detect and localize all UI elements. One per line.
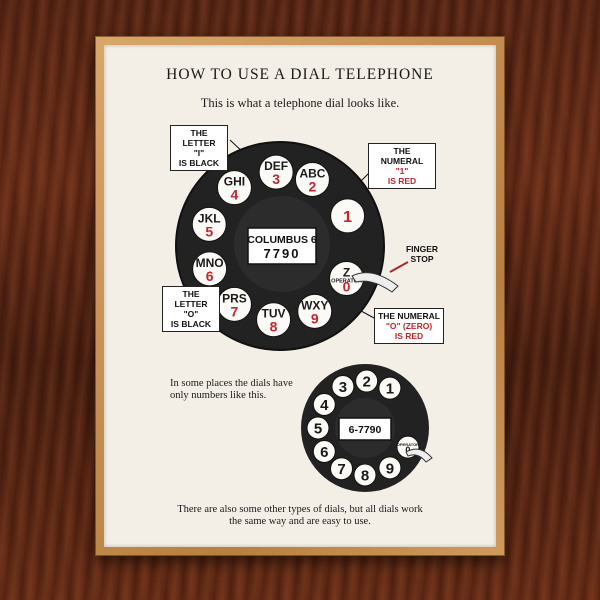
callout-letter-o-line2: "O": [183, 309, 199, 319]
dial2-number-card: [338, 417, 392, 441]
dial-hole-6-numeral: 6: [206, 268, 214, 284]
dial-number-card: [247, 227, 317, 265]
dial2-hole-3: 3: [331, 375, 355, 399]
callout-finger-stop: FINGER STOP: [396, 244, 448, 264]
note-other-dials-line2: the same way and are easy to use.: [229, 516, 371, 527]
dial-hole-9-letters: WXY: [301, 298, 328, 312]
poster-title: HOW TO USE A DIAL TELEPHONE: [166, 66, 434, 83]
callout-numeral-1-line1: THE NUMERAL: [380, 146, 424, 166]
callout-numeral-0-line1: THE NUMERAL: [378, 311, 440, 321]
dial-hole-0-operator: OPERATOR: [331, 278, 362, 284]
dial-hole-3-numeral: 3: [272, 171, 280, 187]
note-numbers-only: In some places the dials have only numbe…: [170, 378, 310, 402]
dial2-hole-7: 7: [330, 457, 353, 481]
dial-hole-3-letters: DEF: [264, 159, 288, 173]
finger-stop-arrow: [389, 261, 409, 273]
dial-hole-9-numeral: 9: [311, 310, 319, 326]
dial2-hole-2: 2: [355, 369, 379, 393]
dial2-hole-4: 4: [312, 393, 336, 416]
dial2-hole-7-numeral: 7: [337, 461, 345, 478]
dial-hole-5-letters: JKL: [198, 211, 221, 225]
callout-numeral-0-line2: "O" (ZERO): [385, 321, 433, 331]
dial-hole-7-numeral: 7: [231, 303, 239, 319]
callout-numeral-1: THE NUMERAL "1" IS RED: [368, 143, 436, 189]
dial2-hole-1-numeral: 1: [386, 381, 394, 398]
dial-hole-8-letters: TUV: [262, 307, 286, 321]
note-other-dials: There are also some other types of dials…: [120, 504, 480, 528]
note-numbers-only-line2: only numbers like this.: [170, 390, 267, 401]
callout-numeral-1-line2: "1": [395, 166, 409, 176]
dial-hole-4-letters: GHI: [224, 175, 245, 189]
note-other-dials-line1: There are also some other types of dials…: [177, 504, 423, 515]
dial-hole-5-numeral: 5: [205, 223, 213, 239]
dial-hole-6-letters: MNO: [196, 256, 224, 270]
callout-letter-i-line2: "I": [193, 148, 205, 158]
callout-letter-i-line3: IS BLACK: [178, 158, 220, 168]
dial2-hole-1: 1: [378, 376, 402, 400]
dial2-hole-4-numeral: 4: [320, 397, 329, 414]
dial-hole-1: 1: [330, 198, 366, 234]
callout-numeral-0: THE NUMERAL "O" (ZERO) IS RED: [374, 308, 444, 344]
dial2-hole-3-numeral: 3: [339, 379, 347, 396]
dial2-hole-6-numeral: 6: [320, 444, 328, 461]
callout-numeral-1-line3: IS RED: [387, 176, 417, 186]
finger-stop: [351, 272, 399, 293]
callout-finger-stop-line2: STOP: [410, 254, 434, 264]
dial-hole-7-letters: PRS: [222, 291, 247, 305]
dial-hole-0-numeral: 0: [343, 278, 351, 294]
dial-hole-4-numeral: 4: [231, 187, 239, 203]
dial2-hole-2-numeral: 2: [362, 374, 370, 391]
callout-letter-o: THE LETTER "O" IS BLACK: [162, 286, 220, 332]
dial-with-letters: COLUMBUS 6 7790 1ABC2DEF3GHI4JKL5MNO6PRS…: [175, 141, 409, 351]
dial2-hole-8: 8: [353, 463, 377, 487]
callout-letter-o-line3: IS BLACK: [170, 319, 212, 329]
dial-card-exchange: COLUMBUS 6: [247, 234, 317, 246]
dial2-card-number: 6-7790: [349, 424, 382, 436]
dial-hole-0-letters: Z: [343, 265, 350, 279]
dial2-hole-6: 6: [312, 440, 336, 463]
dial-hole-2-letters: ABC: [299, 166, 325, 180]
dial-hole-8-numeral: 8: [270, 319, 278, 335]
poster-subtitle: This is what a telephone dial looks like…: [200, 96, 400, 110]
dial-hole-2-numeral: 2: [309, 178, 317, 194]
dial2-hole-9-numeral: 9: [386, 460, 394, 477]
callout-finger-stop-line1: FINGER: [405, 244, 439, 254]
callout-numeral-0-line3: IS RED: [394, 331, 424, 341]
callout-letter-i-line1: THE LETTER: [182, 128, 216, 148]
dial2-hole-8-numeral: 8: [361, 468, 369, 485]
dial-hole-1-numeral: 1: [343, 209, 352, 226]
dial2-finger-stop: [405, 448, 433, 463]
dial-card-number: 7790: [264, 246, 301, 261]
dial2-hole-5-numeral: 5: [314, 421, 322, 438]
callout-letter-i: THE LETTER "I" IS BLACK: [170, 125, 228, 171]
dial2-hole-0-operator: OPERATOR: [397, 442, 419, 447]
dial2-hole-5: 5: [306, 416, 330, 440]
callout-letter-o-line1: THE LETTER: [174, 289, 208, 309]
note-numbers-only-line1: In some places the dials have: [170, 378, 293, 389]
dial2-hole-0-numeral: 0: [405, 445, 410, 455]
dial2-hole-9: 9: [378, 456, 402, 480]
